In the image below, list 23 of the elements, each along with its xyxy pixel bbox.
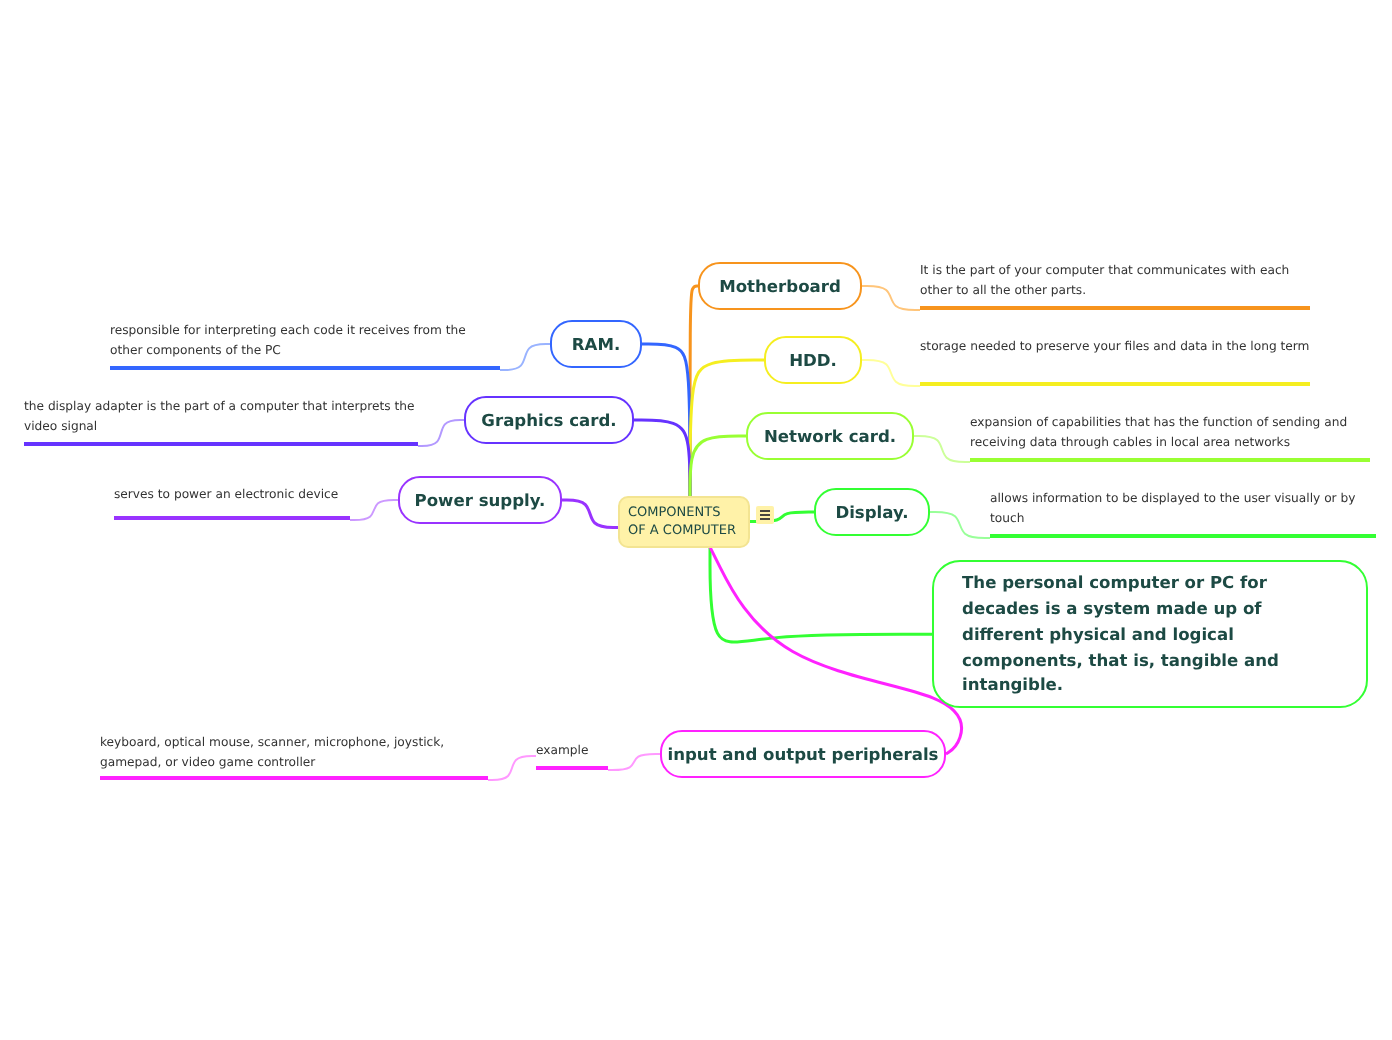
topic-box: Motherboard (698, 262, 862, 310)
connector-line (487, 755, 537, 781)
topic-box: Network card. (746, 412, 914, 460)
topic-box: input and output peripherals (660, 730, 946, 778)
topic-box: Graphics card. (464, 396, 634, 444)
connector-line (861, 359, 921, 387)
connector-line (861, 285, 921, 311)
connector-line (607, 753, 661, 771)
connector-line (349, 499, 399, 521)
connector-line (499, 343, 551, 371)
connector-line (750, 510, 814, 524)
topic-box: HDD. (764, 336, 862, 384)
connector-line (913, 435, 971, 463)
connector-line (417, 419, 465, 447)
connector-line (688, 434, 746, 498)
topic-box: Display. (814, 488, 930, 536)
connector-line (708, 545, 932, 644)
connector-line (562, 498, 618, 530)
topic-box: RAM. (550, 320, 642, 368)
topic-box: Power supply. (398, 476, 562, 524)
connector-line (929, 511, 991, 539)
connector-line (708, 546, 964, 756)
note-box: The personal computer or PC for decades is a system made up of different physical and logical components, that is, tangible and intangible. (932, 560, 1368, 709)
